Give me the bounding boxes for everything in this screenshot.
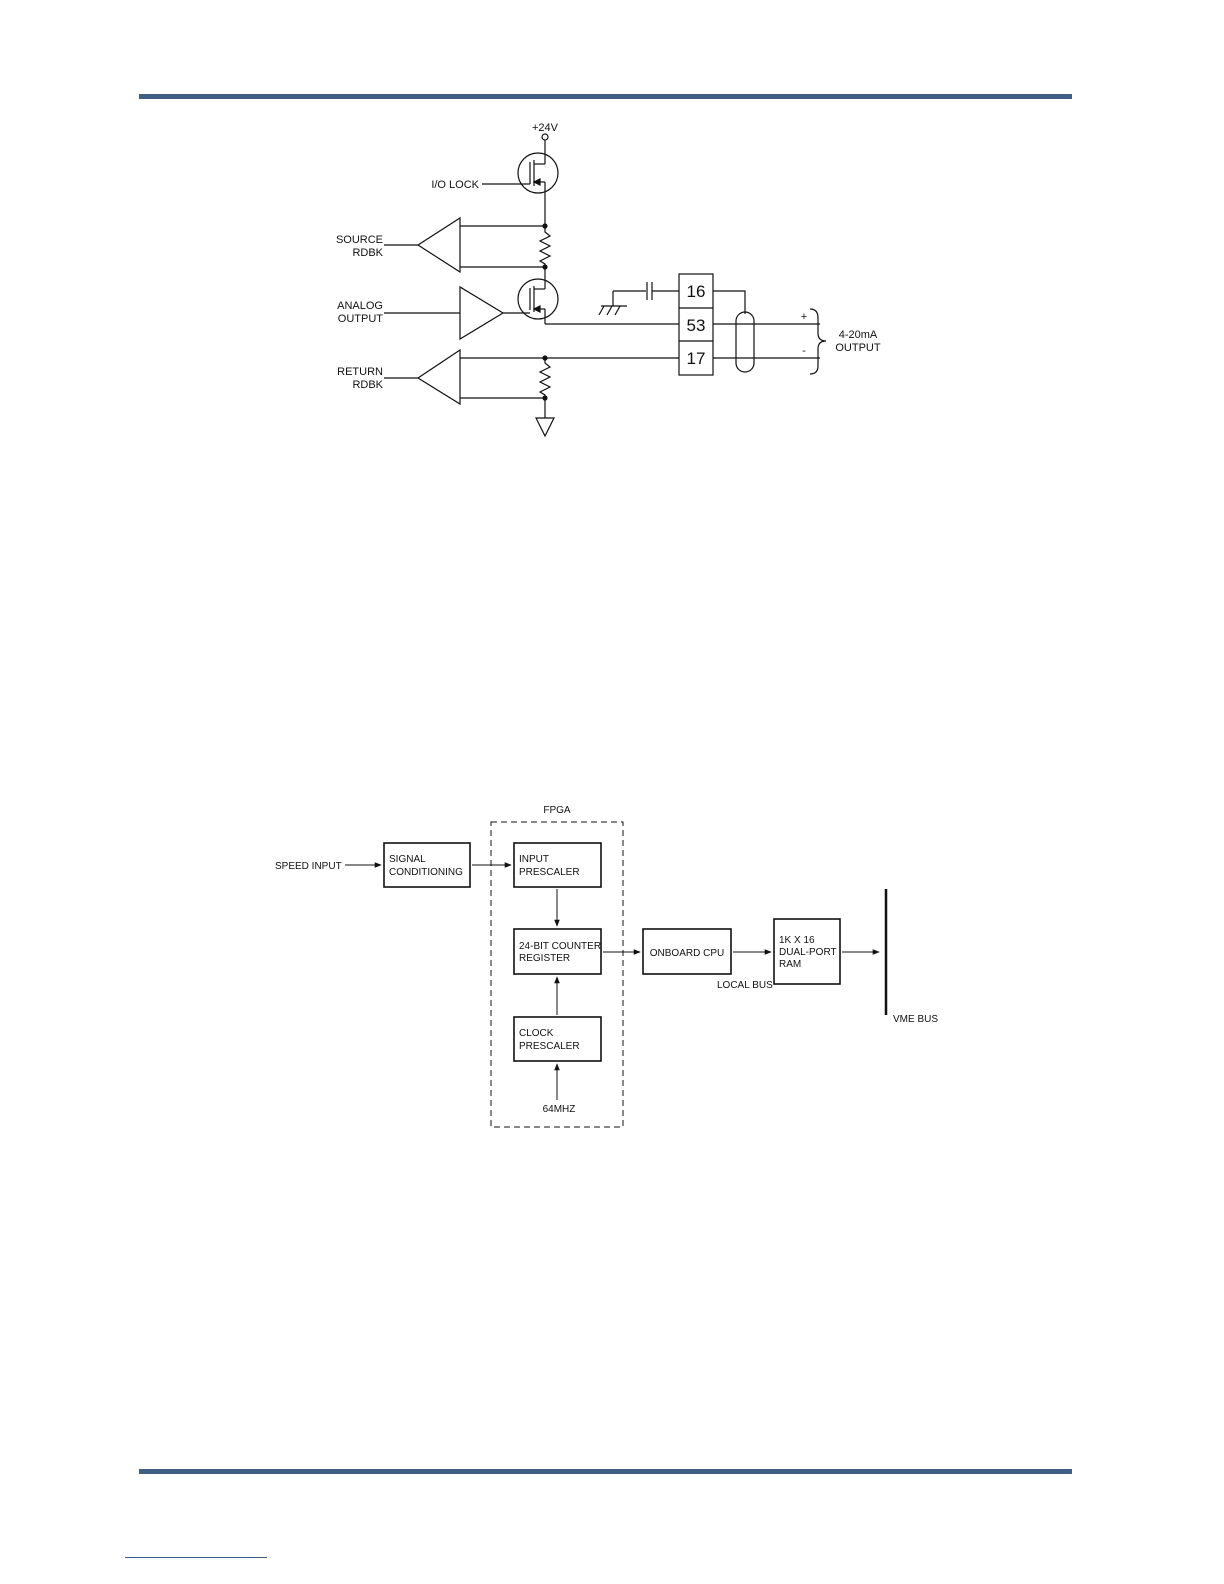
- io-lock-label: I/O LOCK: [431, 179, 479, 191]
- input-prescaler-block: [514, 843, 601, 887]
- dual-port-ram-label-3: RAM: [779, 959, 801, 970]
- local-bus-label: LOCAL BUS: [717, 980, 773, 991]
- output-range-label: 4-20mA: [839, 329, 878, 341]
- output-brace: [810, 309, 826, 374]
- counter-register-label: 24-BIT COUNTER: [519, 941, 601, 952]
- analog-output-circuit: +24V I/O LOCK SOURCE RDBK ANALOG OUTPUT …: [0, 0, 1224, 460]
- output-range-label-2: OUTPUT: [835, 342, 881, 354]
- return-resistor: [540, 358, 550, 398]
- onboard-cpu-label: ONBOARD CPU: [650, 948, 724, 959]
- dual-port-ram-label-2: DUAL-PORT: [779, 947, 837, 958]
- source-rdbk-amplifier: [418, 218, 460, 272]
- io-lock-transistor: [518, 153, 558, 193]
- counter-register-label-2: REGISTER: [519, 953, 570, 964]
- input-prescaler-label: INPUT: [519, 854, 549, 865]
- minus-label: -: [802, 345, 806, 357]
- input-prescaler-label-2: PRESCALER: [519, 867, 580, 878]
- supply-node: [542, 134, 548, 140]
- footer-link-underline: [125, 1557, 267, 1558]
- clock-prescaler-label: CLOCK: [519, 1028, 554, 1039]
- source-rdbk-label: SOURCE: [336, 234, 383, 246]
- return-rdbk-label: RETURN: [337, 366, 383, 378]
- source-resistor: [540, 226, 550, 267]
- analog-output-label-2: OUTPUT: [338, 313, 384, 325]
- signal-conditioning-label: SIGNAL: [389, 854, 426, 865]
- clock-prescaler-block: [514, 1017, 601, 1061]
- cable-shield: [736, 312, 754, 372]
- speed-input-label: SPEED INPUT: [275, 861, 342, 872]
- signal-conditioning-block: [384, 843, 470, 887]
- speed-input-block-diagram: FPGA SPEED INPUT SIGNAL CONDITIONING INP…: [0, 790, 1224, 1150]
- plus-label: +: [801, 311, 807, 323]
- return-rdbk-amplifier: [418, 350, 460, 404]
- clock-source-label: 64MHZ: [543, 1104, 576, 1115]
- clock-prescaler-label-2: PRESCALER: [519, 1041, 580, 1052]
- source-rdbk-label-2: RDBK: [352, 247, 383, 259]
- signal-conditioning-label-2: CONDITIONING: [389, 867, 463, 878]
- ground-symbol: [536, 418, 554, 436]
- supply-label: +24V: [532, 122, 559, 134]
- terminal-16: 16: [687, 282, 706, 301]
- footer-rule: [139, 1469, 1072, 1474]
- fpga-label: FPGA: [543, 805, 571, 816]
- return-rdbk-label-2: RDBK: [352, 379, 383, 391]
- terminal-53: 53: [687, 316, 706, 335]
- terminal-17: 17: [687, 349, 706, 368]
- analog-output-label: ANALOG: [337, 300, 383, 312]
- vme-bus-label: VME BUS: [893, 1014, 938, 1025]
- dual-port-ram-label: 1K X 16: [779, 935, 815, 946]
- analog-output-buffer: [460, 287, 503, 339]
